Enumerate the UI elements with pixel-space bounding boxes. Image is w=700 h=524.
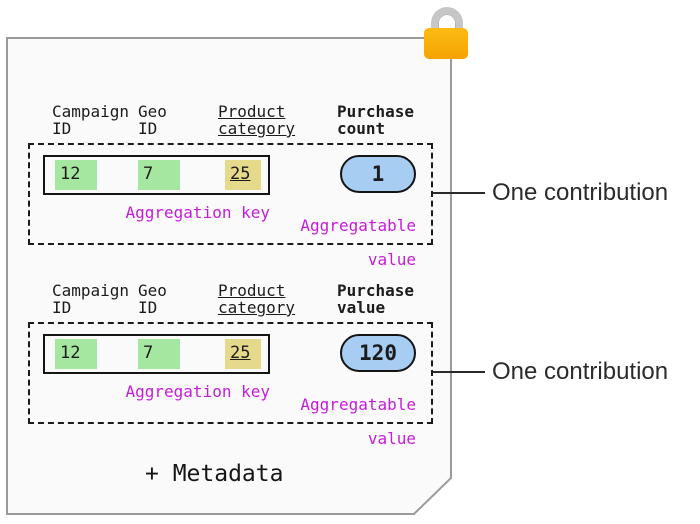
lock-shackle-icon — [431, 7, 463, 35]
key-cell-value: 7 — [143, 343, 154, 363]
contribution-block-purchase-value: Campaign ID Geo ID Product category Purc… — [0, 282, 700, 447]
header-line: Product — [218, 281, 286, 300]
key-cell-value: 7 — [143, 164, 154, 184]
column-header-campaign-id: Campaign ID — [52, 282, 129, 316]
aggregation-key-label: Aggregation key — [125, 203, 271, 222]
column-header-purchase-value: Purchase value — [337, 282, 414, 316]
callout-text: One contribution — [492, 179, 669, 206]
callout-connector-line — [433, 371, 485, 373]
callout-text: One contribution — [492, 358, 669, 385]
aggregatable-value-bubble: 1 — [340, 155, 416, 193]
aggregatable-value: 120 — [359, 341, 397, 365]
column-header-geo-id: Geo ID — [138, 103, 167, 137]
key-cell-value: 12 — [60, 164, 81, 184]
key-cell-product-category: 25 — [225, 339, 261, 369]
aggregatable-value-bubble: 120 — [340, 334, 416, 372]
header-line: ID — [52, 298, 72, 317]
key-cell-product-category: 25 — [225, 160, 261, 190]
header-line: value — [337, 298, 386, 317]
value-label-line: value — [367, 429, 416, 448]
header-line: Campaign — [52, 102, 130, 121]
header-line: ID — [138, 298, 158, 317]
value-label-line: value — [367, 250, 416, 269]
value-label-line: Aggregatable — [300, 395, 416, 414]
aggregatable-value-label: Aggregatable value — [290, 200, 416, 285]
column-header-purchase-count: Purchase count — [337, 103, 414, 137]
key-cell-geo-id: 7 — [138, 339, 180, 369]
contribution-block-purchase-count: Campaign ID Geo ID Product category Purc… — [0, 103, 700, 268]
key-cell-geo-id: 7 — [138, 160, 180, 190]
metadata-label: + Metadata — [145, 461, 284, 487]
aggregatable-value-label: Aggregatable value — [290, 379, 416, 464]
header-line: Geo — [138, 102, 167, 121]
header-line: Purchase — [337, 102, 415, 121]
header-line: ID — [52, 119, 72, 138]
key-cell-campaign-id: 12 — [55, 339, 97, 369]
aggregation-key-label: Aggregation key — [125, 382, 271, 401]
column-header-campaign-id: Campaign ID — [52, 103, 129, 137]
header-line: category — [218, 298, 296, 317]
key-cell-value: 12 — [60, 343, 81, 363]
header-line: Product — [218, 102, 286, 121]
key-cell-value: 25 — [230, 164, 251, 184]
column-header-product-category: Product category — [218, 282, 295, 316]
header-line: Purchase — [337, 281, 415, 300]
callout-connector-line — [433, 192, 485, 194]
header-line: Campaign — [52, 281, 130, 300]
header-line: Geo — [138, 281, 167, 300]
header-line: ID — [138, 119, 158, 138]
key-cell-value: 25 — [230, 343, 251, 363]
column-header-product-category: Product category — [218, 103, 295, 137]
header-line: category — [218, 119, 296, 138]
contribution-dashed-border — [28, 143, 433, 245]
aggregatable-value: 1 — [371, 162, 385, 186]
column-header-geo-id: Geo ID — [138, 282, 167, 316]
header-line: count — [337, 119, 386, 138]
lock-body-icon — [424, 28, 468, 59]
value-label-line: Aggregatable — [300, 216, 416, 235]
contribution-dashed-border — [28, 322, 433, 424]
key-cell-campaign-id: 12 — [55, 160, 97, 190]
